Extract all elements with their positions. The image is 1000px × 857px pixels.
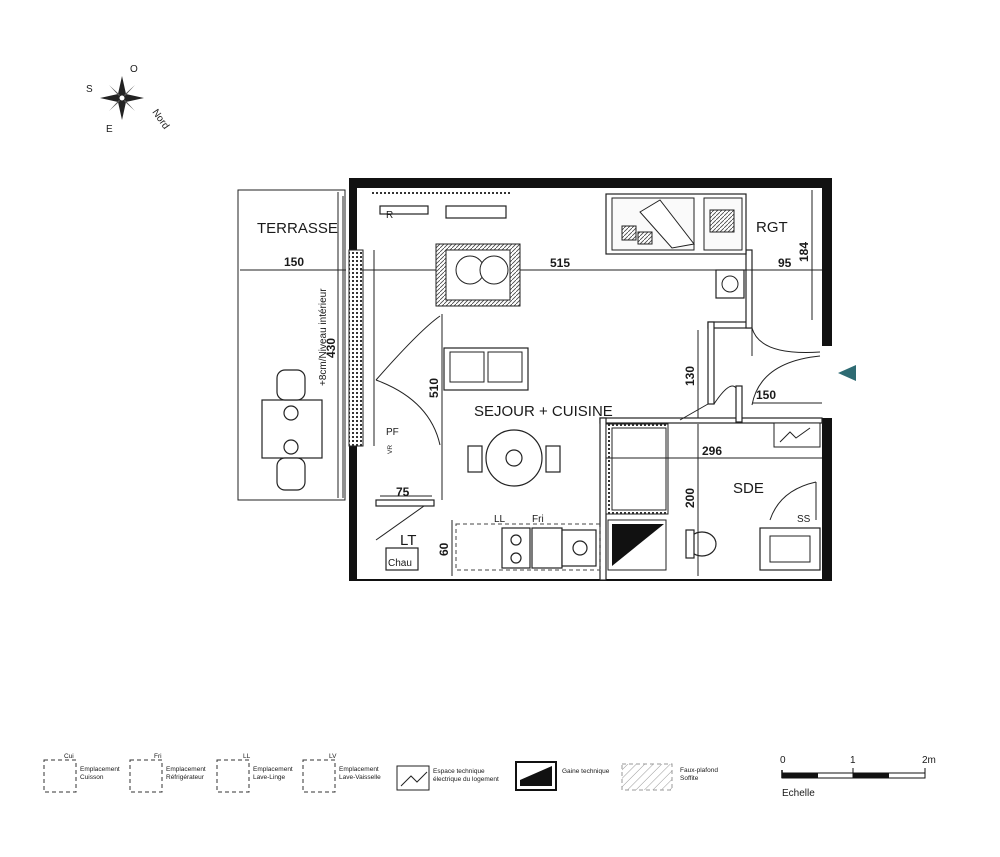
compass-rose-icon	[100, 76, 144, 120]
chau-label: Chau	[388, 558, 412, 569]
legend-label: Emplacement	[80, 766, 120, 773]
legend-label: Réfrigérateur	[166, 774, 205, 781]
legend-label: Emplacement	[253, 766, 293, 773]
terrace-label: TERRASSE	[257, 220, 338, 237]
terrace: TERRASSE	[237, 189, 346, 501]
false-ceiling-icon	[621, 763, 673, 791]
dim-entry-width: 150	[756, 388, 776, 402]
legend-label: Faux-plafond	[680, 767, 718, 774]
terrace-level-note: +8cm/Niveau intérieur	[318, 288, 329, 386]
lt-label: LT	[400, 532, 416, 549]
legend-code: LV	[329, 753, 337, 760]
dim-rgt-width: 95	[778, 256, 792, 270]
legend-code: Cui	[64, 753, 74, 760]
legend: Cui Emplacement Cuisson Fri Emplacement …	[43, 753, 718, 793]
legend-label: électrique du logement	[433, 776, 499, 783]
compass-south-label: S	[86, 84, 93, 95]
dim-corridor-depth: 130	[683, 366, 697, 386]
compass-east-label: E	[106, 124, 113, 135]
dim-terrace-length: 430	[324, 338, 338, 358]
dim-bath-depth: 200	[683, 488, 697, 508]
legend-label: Espace technique	[433, 768, 485, 775]
legend-code: LL	[243, 753, 251, 760]
electrical-panel-icon	[773, 422, 821, 448]
pf-label: PF	[386, 427, 399, 438]
rgt-storage	[605, 193, 747, 299]
dim-bath-width: 296	[702, 444, 722, 458]
scale-tick-2: 2m	[922, 755, 936, 766]
vr-label: VR	[387, 445, 394, 454]
legend-label: Lave-Vaisselle	[339, 774, 381, 781]
walls	[348, 178, 832, 581]
ll-label: LL	[494, 514, 506, 525]
water-heater-icon	[715, 269, 745, 299]
dim-closet-width: 75	[396, 485, 410, 499]
compass-west-label: O	[130, 64, 138, 75]
dim-living-depth: 510	[427, 378, 441, 398]
fri-label: Fri	[532, 514, 544, 525]
legend-label: Soffite	[680, 775, 699, 782]
scale-bar	[781, 768, 926, 779]
bathroom-fixtures	[605, 423, 821, 571]
living-label: SEJOUR + CUISINE	[474, 403, 613, 420]
rgt-label: RGT	[756, 219, 788, 236]
scale-tick-1: 1	[850, 755, 856, 766]
scale-tick-0: 0	[780, 755, 786, 766]
bathroom-label: SDE	[733, 480, 764, 497]
legend-label: Cuisson	[80, 774, 104, 781]
ss-label: SS	[797, 514, 811, 525]
compass-north-label: Nord	[150, 107, 171, 131]
entry-arrow-icon	[838, 365, 856, 381]
legend-label: Gaine technique	[562, 768, 610, 775]
dim-living-width: 515	[550, 256, 570, 270]
living-furniture	[379, 205, 561, 487]
dim-rgt-depth: 184	[797, 242, 811, 262]
scale-label: Echelle	[782, 788, 815, 799]
terrace-chair	[276, 369, 306, 401]
dim-closet-depth: 60	[437, 542, 451, 556]
radiator-label: R	[386, 210, 393, 221]
dim-terrace-width: 150	[284, 255, 304, 269]
legend-label: Emplacement	[339, 766, 379, 773]
legend-label: Emplacement	[166, 766, 206, 773]
legend-code: Fri	[154, 753, 162, 760]
terrace-chair	[276, 457, 306, 491]
legend-label: Lave-Linge	[253, 774, 286, 781]
